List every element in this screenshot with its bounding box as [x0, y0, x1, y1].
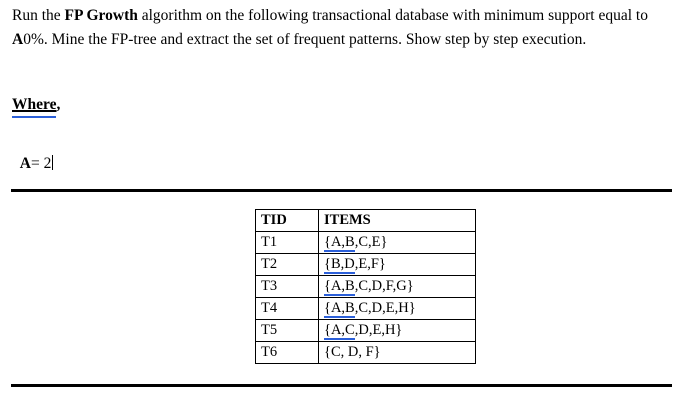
cell-items: {B,D,E,F} [318, 253, 476, 276]
cell-tid: T3 [255, 275, 319, 298]
where-heading-word: Where [12, 96, 57, 113]
cell-items: {A,B,C,D,E,H} [318, 297, 476, 320]
prompt-bold-fp-growth: FP Growth [64, 7, 138, 24]
table-header-row: TID ITEMS [255, 209, 476, 232]
prompt-text-part-1: Run the [12, 7, 65, 24]
cell-tid: T4 [255, 297, 319, 320]
column-header-items: ITEMS [318, 209, 476, 232]
table-row: T2 {B,D,E,F} [255, 253, 476, 276]
items-remainder-text: ,C,E} [354, 233, 388, 250]
table-row: T3 {A,B,C,D,F,G} [255, 275, 476, 298]
spellcheck-underlined-text: {A,B [324, 299, 355, 318]
prompt-text-part-3: 0%. Mine the FP-tree and extract the set… [23, 30, 587, 48]
cell-items: {A,B,C,D,F,G} [318, 275, 476, 298]
cell-tid: T1 [255, 231, 319, 254]
table-row: T6 {C, D, F} [255, 341, 476, 364]
items-remainder-text: ,C,D,E,H} [354, 299, 416, 316]
items-remainder-text: ,D,E,H} [354, 321, 403, 338]
a-variable-symbol: A [19, 155, 31, 172]
spellcheck-underlined-text: {B,D [324, 255, 355, 274]
prompt-bold-a-variable: A [12, 30, 24, 48]
text-cursor-caret [52, 155, 54, 170]
items-remainder-text: ,E,F} [354, 255, 386, 272]
spellcheck-underlined-text: {A,C [324, 321, 355, 340]
where-heading: Where, [12, 93, 60, 116]
prompt-text-part-2: algorithm on the following transactional… [137, 7, 648, 24]
table-row: T1 {A,B,C,E} [255, 231, 476, 254]
spellcheck-underlined-text: {A,B [324, 233, 355, 252]
question-prompt-paragraph: Run the FP Growth algorithm on the follo… [12, 4, 667, 51]
spellcheck-underlined-text: {A,B [324, 277, 355, 296]
cell-items: {A,C,D,E,H} [318, 319, 476, 342]
cell-tid: T6 [255, 341, 319, 364]
items-remainder-text: {C, D, F} [324, 343, 381, 360]
cell-tid: T2 [255, 253, 319, 276]
a-variable-assignment: = 2 [30, 155, 52, 172]
table-row: T5 {A,C,D,E,H} [255, 319, 476, 342]
column-header-tid: TID [255, 209, 319, 232]
cell-items: {C, D, F} [318, 341, 476, 364]
items-remainder-text: ,C,D,F,G} [354, 277, 414, 294]
a-value-line[interactable]: A= 2 [12, 129, 54, 175]
cell-items: {A,B,C,E} [318, 231, 476, 254]
table-row: T4 {A,B,C,D,E,H} [255, 297, 476, 320]
transaction-database-table: TID ITEMS T1 {A,B,C,E} T2 {B,D,E,F} T3 {… [255, 209, 476, 364]
horizontal-rule-bottom [11, 384, 672, 387]
cell-tid: T5 [255, 319, 319, 342]
where-heading-comma: , [56, 96, 61, 113]
horizontal-rule-top [11, 189, 672, 192]
